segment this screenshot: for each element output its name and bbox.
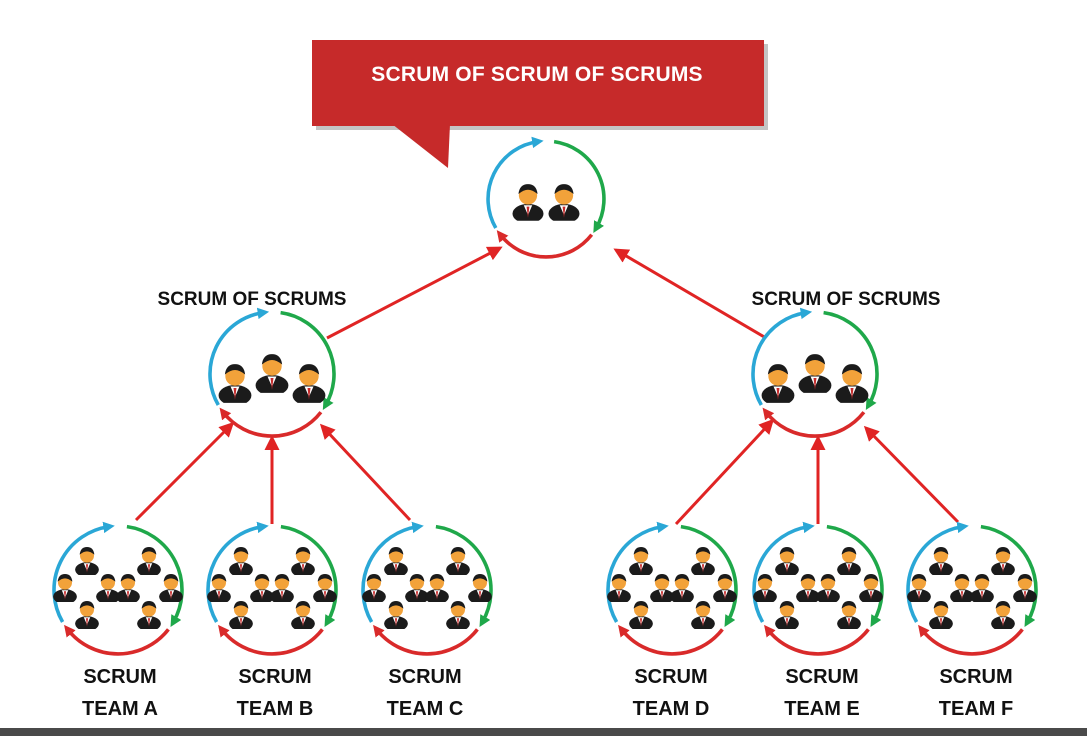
team-f-node-cycle-arrow-red [918, 624, 1024, 656]
connector-sos-left-to-top [326, 246, 503, 340]
team-e-node-cycle-arrow-red [764, 624, 870, 656]
connector-arrows [134, 246, 960, 526]
team-c-node-bg [367, 530, 487, 650]
banner [312, 40, 768, 168]
team-e-node [752, 521, 884, 656]
team-c-label-line2: TEAM C [386, 698, 464, 720]
connector-team-c-to-sos-left [319, 423, 412, 522]
node-layer [52, 136, 1038, 656]
team-d-label-line2: TEAM D [632, 698, 710, 720]
team-b-label-line1: SCRUM [238, 666, 312, 688]
team-d-node-cycle-arrow-green [680, 524, 738, 627]
team-e-label-line2: TEAM E [784, 698, 860, 720]
connector-sos-right-to-top [613, 248, 767, 340]
top-node [486, 136, 606, 259]
team-f-node [906, 521, 1038, 656]
top-node-cycle-arrow-red [496, 230, 594, 259]
team-e-node-bg [758, 530, 878, 650]
sos-node-right-cycle-arrow-red [762, 407, 866, 438]
team-a-node-bg [58, 530, 178, 650]
top-node-cycle-arrow-green [553, 139, 606, 233]
team-d-label-line1: SCRUM [634, 666, 708, 688]
sos-label-right: SCRUM OF SCRUMS [751, 289, 941, 310]
sos-node-left [208, 307, 336, 438]
team-b-node [206, 521, 338, 656]
banner-title: SCRUM OF SCRUM OF SCRUMS [371, 63, 703, 86]
connector-team-a-to-sos-left [134, 421, 235, 522]
team-e-label-line1: SCRUM [785, 666, 859, 688]
team-d-node-cycle-arrow-red [618, 624, 724, 656]
team-f-label-line2: TEAM F [938, 698, 1014, 720]
sos-node-right [751, 307, 879, 438]
team-b-node-cycle-arrow-blue [206, 521, 269, 623]
team-b-node-cycle-arrow-red [218, 624, 324, 656]
sos-node-right-cycle-arrow-blue [751, 307, 813, 406]
team-c-node-cycle-arrow-green [435, 524, 493, 627]
team-a-node-cycle-arrow-blue [52, 521, 115, 623]
sos-node-left-cycle-arrow-blue [208, 307, 270, 406]
connector-team-d-to-sos-right [674, 418, 775, 526]
team-f-node-bg [912, 530, 1032, 650]
connector-team-f-to-sos-right [863, 425, 960, 524]
top-node-cycle-arrow-blue [486, 136, 544, 229]
team-c-node-cycle-arrow-blue [361, 521, 424, 623]
team-c-node [361, 521, 493, 656]
team-f-label-line1: SCRUM [939, 666, 1013, 688]
team-c-node-cycle-arrow-red [373, 624, 479, 656]
team-b-label-line2: TEAM B [236, 698, 314, 720]
team-a-node-cycle-arrow-red [64, 624, 170, 656]
team-c-label-line1: SCRUM [388, 666, 462, 688]
team-e-node-cycle-arrow-blue [752, 521, 815, 623]
top-node-bg [492, 145, 600, 253]
team-a-label-line1: SCRUM [83, 666, 157, 688]
sos-node-right-cycle-arrow-green [823, 310, 879, 410]
sos-label-left: SCRUM OF SCRUMS [157, 289, 347, 310]
team-d-node-bg [612, 530, 732, 650]
team-d-node-cycle-arrow-blue [606, 521, 669, 623]
team-b-node-cycle-arrow-green [280, 524, 338, 627]
sos-node-left-cycle-arrow-green [280, 310, 336, 410]
team-f-node-cycle-arrow-blue [906, 521, 969, 623]
team-f-node-cycle-arrow-green [980, 524, 1038, 627]
team-a-label-line2: TEAM A [82, 698, 158, 720]
team-b-node-bg [212, 530, 332, 650]
team-a-node [52, 521, 184, 656]
team-d-node [606, 521, 738, 656]
bottom-rule [0, 728, 1087, 736]
team-e-node-cycle-arrow-green [826, 524, 884, 627]
sos-node-left-cycle-arrow-red [219, 407, 323, 438]
team-a-node-cycle-arrow-green [126, 524, 184, 627]
